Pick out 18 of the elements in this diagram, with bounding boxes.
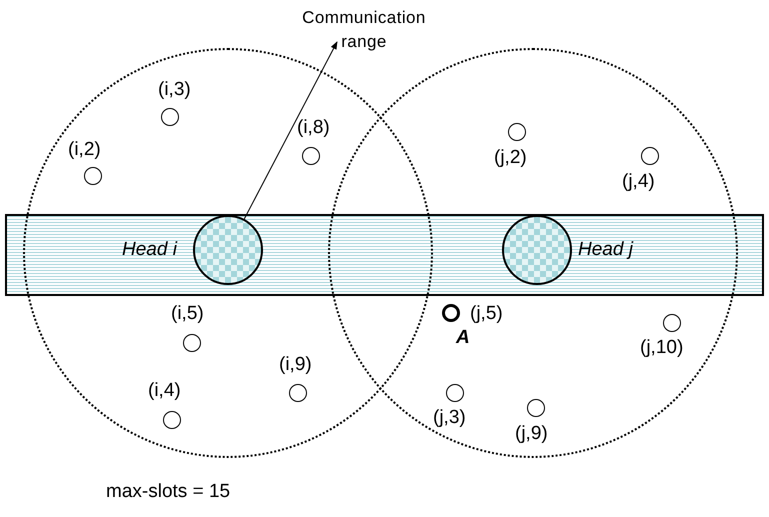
note-text: max-slots = 15 (106, 480, 230, 504)
node-label: (i,5) (171, 302, 204, 326)
node-label: (j,3) (433, 406, 466, 430)
node-label: Head j (578, 238, 633, 262)
node-label: (j,10) (640, 336, 684, 360)
range-label: Communication range (300, 6, 428, 54)
node-label: (j,4) (622, 170, 655, 194)
node-label: (i,4) (148, 379, 181, 403)
node-label: (i,8) (297, 116, 330, 140)
head-label: Head i (122, 238, 177, 262)
node-label: (j,5) (470, 302, 503, 326)
node-label: (i,9) (279, 353, 312, 377)
node-label: A (456, 326, 470, 350)
node-label: (i,3) (158, 78, 191, 102)
node-label: (j,2) (494, 146, 527, 170)
node-label: (j,9) (515, 422, 548, 446)
node-label: (i,2) (68, 138, 101, 162)
arrow (244, 41, 338, 220)
